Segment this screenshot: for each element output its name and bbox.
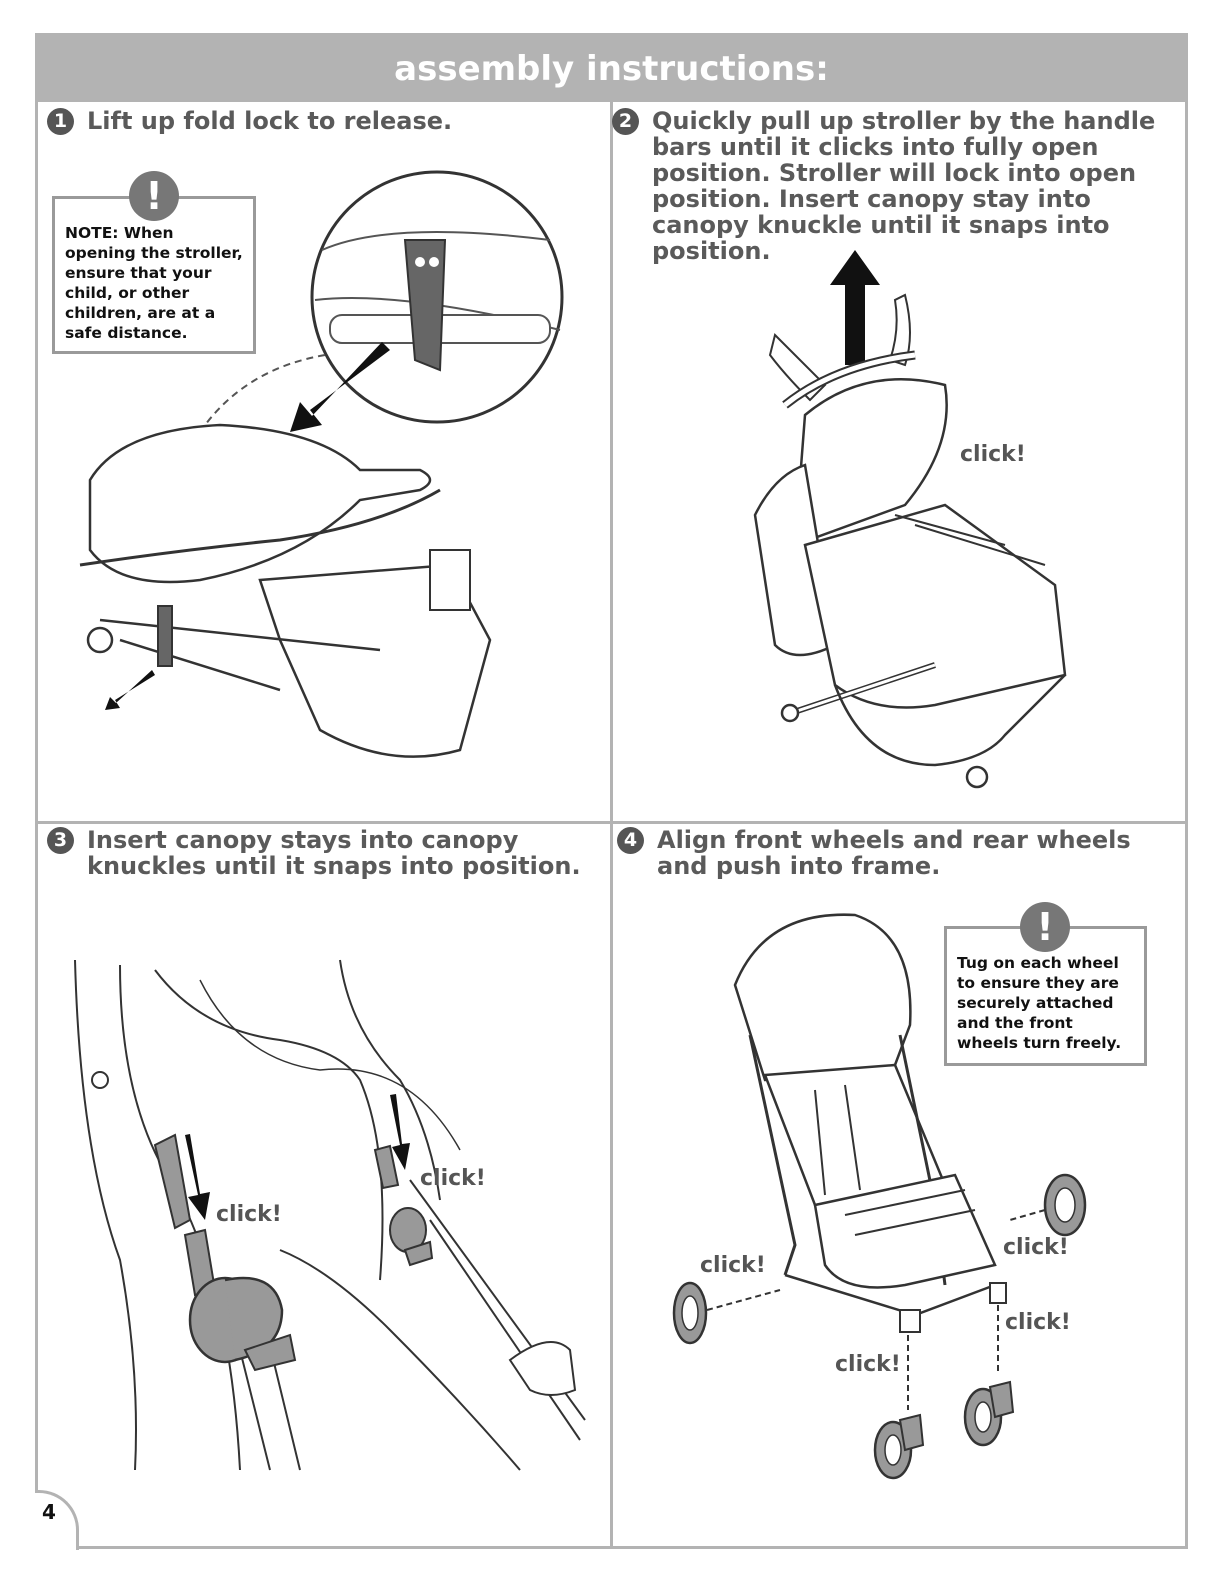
step-4: 4 Align front wheels and rear wheels and…	[617, 827, 1172, 879]
click-label: click!	[835, 1352, 901, 1377]
page-number: 4	[42, 1500, 56, 1524]
fold-lock-illustration	[79, 170, 564, 758]
stroller-opening-illustration	[753, 250, 1067, 789]
click-label: click!	[216, 1202, 282, 1227]
step-2: 2 Quickly pull up stroller by the handle…	[612, 108, 1167, 264]
click-label: click!	[1003, 1235, 1069, 1260]
step-1-text: Lift up fold lock to release.	[87, 107, 453, 135]
note-text-step1: NOTE: When opening the stroller, ensure …	[65, 224, 243, 342]
step-number-3: 3	[47, 827, 74, 854]
click-label: click!	[700, 1253, 766, 1278]
row-divider	[38, 821, 1185, 824]
step-4-text: Align front wheels and rear wheels and p…	[657, 826, 1131, 880]
column-divider	[610, 102, 613, 1549]
exclamation-icon: !	[129, 171, 179, 221]
canopy-knuckle-illustration	[74, 959, 586, 1471]
click-label: click!	[1005, 1310, 1071, 1335]
step-1: 1 Lift up fold lock to release.	[47, 107, 587, 135]
step-number-1: 1	[47, 108, 74, 135]
instruction-sheet: assembly instructions:	[35, 33, 1188, 1549]
step-number-4: 4	[617, 827, 644, 854]
wheel-assembly-illustration	[672, 913, 1087, 1480]
step-number-2: 2	[612, 108, 639, 135]
click-label: click!	[960, 442, 1026, 467]
step-3: 3 Insert canopy stays into canopy knuckl…	[47, 827, 592, 879]
note-text-step4: Tug on each wheel to ensure they are sec…	[957, 954, 1122, 1052]
exclamation-icon: !	[1020, 902, 1070, 952]
page-title: assembly instructions:	[38, 36, 1185, 102]
step-2-text: Quickly pull up stroller by the handle b…	[652, 107, 1156, 265]
click-label: click!	[420, 1166, 486, 1191]
step-3-text: Insert canopy stays into canopy knuckles…	[87, 826, 581, 880]
